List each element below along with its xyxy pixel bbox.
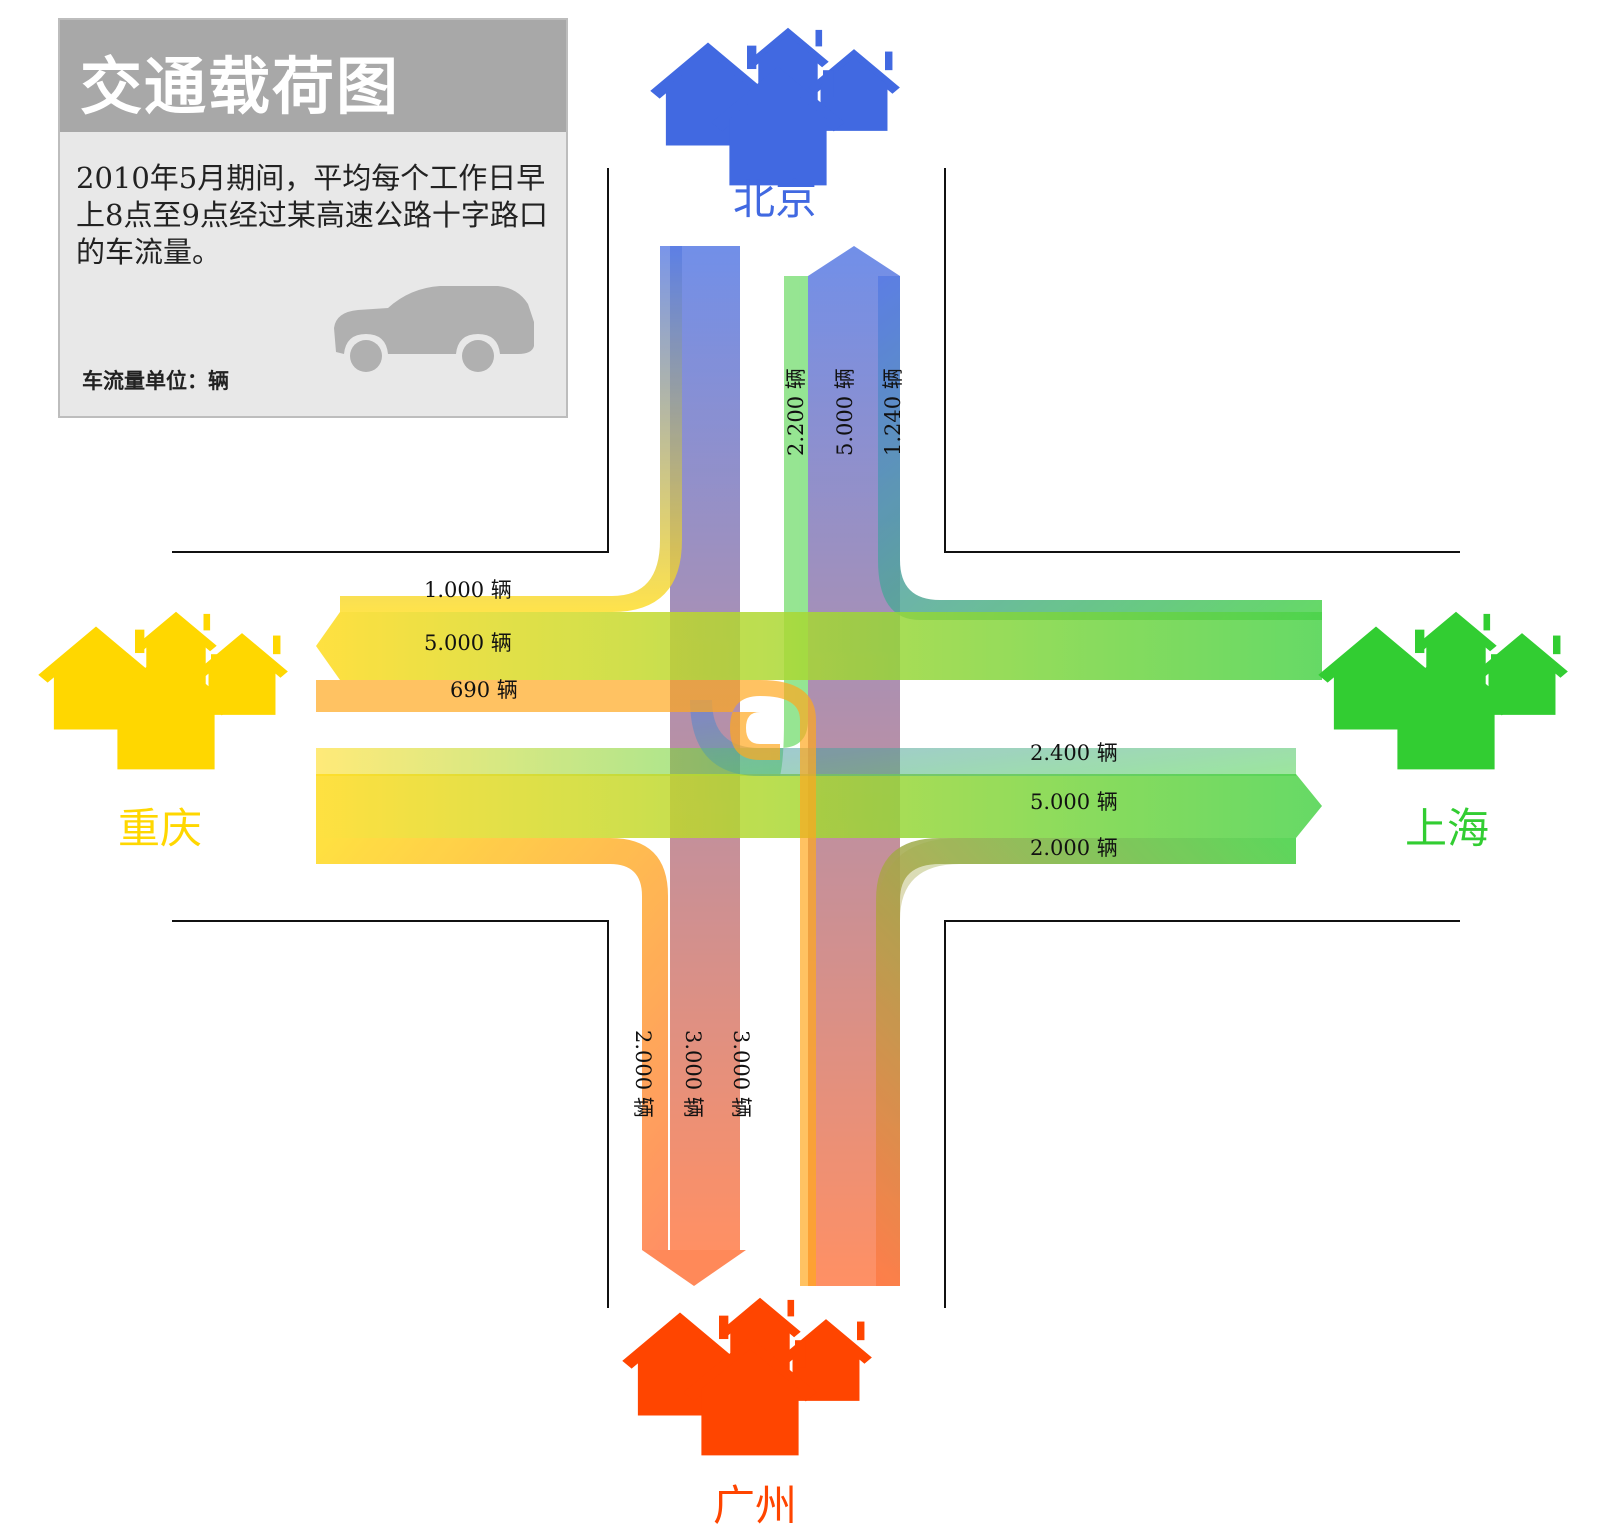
- flow-beijing-shanghai: [690, 700, 1296, 776]
- flow-label: 1.000 辆: [424, 578, 512, 602]
- house-cluster-icon: [650, 28, 900, 186]
- road-edges: [172, 168, 1460, 1308]
- flow-label: 3.000 辆: [681, 1030, 705, 1118]
- panel-description: 2010年5月期间，平均每个工作日早上8点至9点经过某高速公路十字路口的车流量。: [76, 161, 548, 269]
- flow-label: 5.000 辆: [424, 631, 512, 655]
- flow-label: 3.000 辆: [729, 1030, 753, 1118]
- flow-bands: [316, 246, 1322, 1286]
- flow-shanghai-guangzhou: [876, 838, 1296, 1286]
- car-icon: [334, 286, 534, 372]
- flow-labels: 2.200 辆 5.000 辆 1.240 辆 1.000 辆 5.000 辆 …: [424, 368, 1118, 1118]
- flow-label: 690 辆: [450, 678, 518, 702]
- flow-label: 2.400 辆: [1030, 741, 1118, 765]
- city-label-guangzhou: 广州: [713, 1481, 797, 1530]
- flow-label: 5.000 辆: [833, 368, 857, 456]
- flow-label: 2.000 辆: [631, 1030, 655, 1118]
- info-panel: 交通载荷图 2010年5月期间，平均每个工作日早上8点至9点经过某高速公路十字路…: [58, 18, 568, 418]
- house-cluster-icon: [38, 612, 288, 770]
- flow-guangzhou-shanghai: [876, 838, 1296, 1286]
- flow-label: 1.240 辆: [881, 368, 905, 456]
- page-title: 交通载荷图: [80, 50, 401, 123]
- flow-chongqing-shanghai: [316, 774, 1322, 838]
- house-cluster-icon: [622, 1298, 872, 1456]
- unit-label: 车流量单位：辆: [82, 369, 229, 393]
- house-cluster-icon: [1318, 612, 1568, 770]
- flow-label: 2.000 辆: [1030, 836, 1118, 860]
- city-label-chongqing: 重庆: [118, 804, 202, 853]
- flow-label: 5.000 辆: [1030, 790, 1118, 814]
- flow-chongqing-guangzhou: [316, 838, 668, 1250]
- city-label-shanghai: 上海: [1405, 804, 1489, 853]
- panel-header: 交通载荷图: [60, 20, 566, 132]
- flow-arrow-guangzhou: [642, 1250, 746, 1286]
- flow-label: 2.200 辆: [784, 368, 808, 456]
- city-label-beijing: 北京: [733, 175, 817, 224]
- city-labels: 北京 重庆 上海 广州: [118, 175, 1489, 1530]
- flow-shanghai-chongqing: [316, 612, 1322, 680]
